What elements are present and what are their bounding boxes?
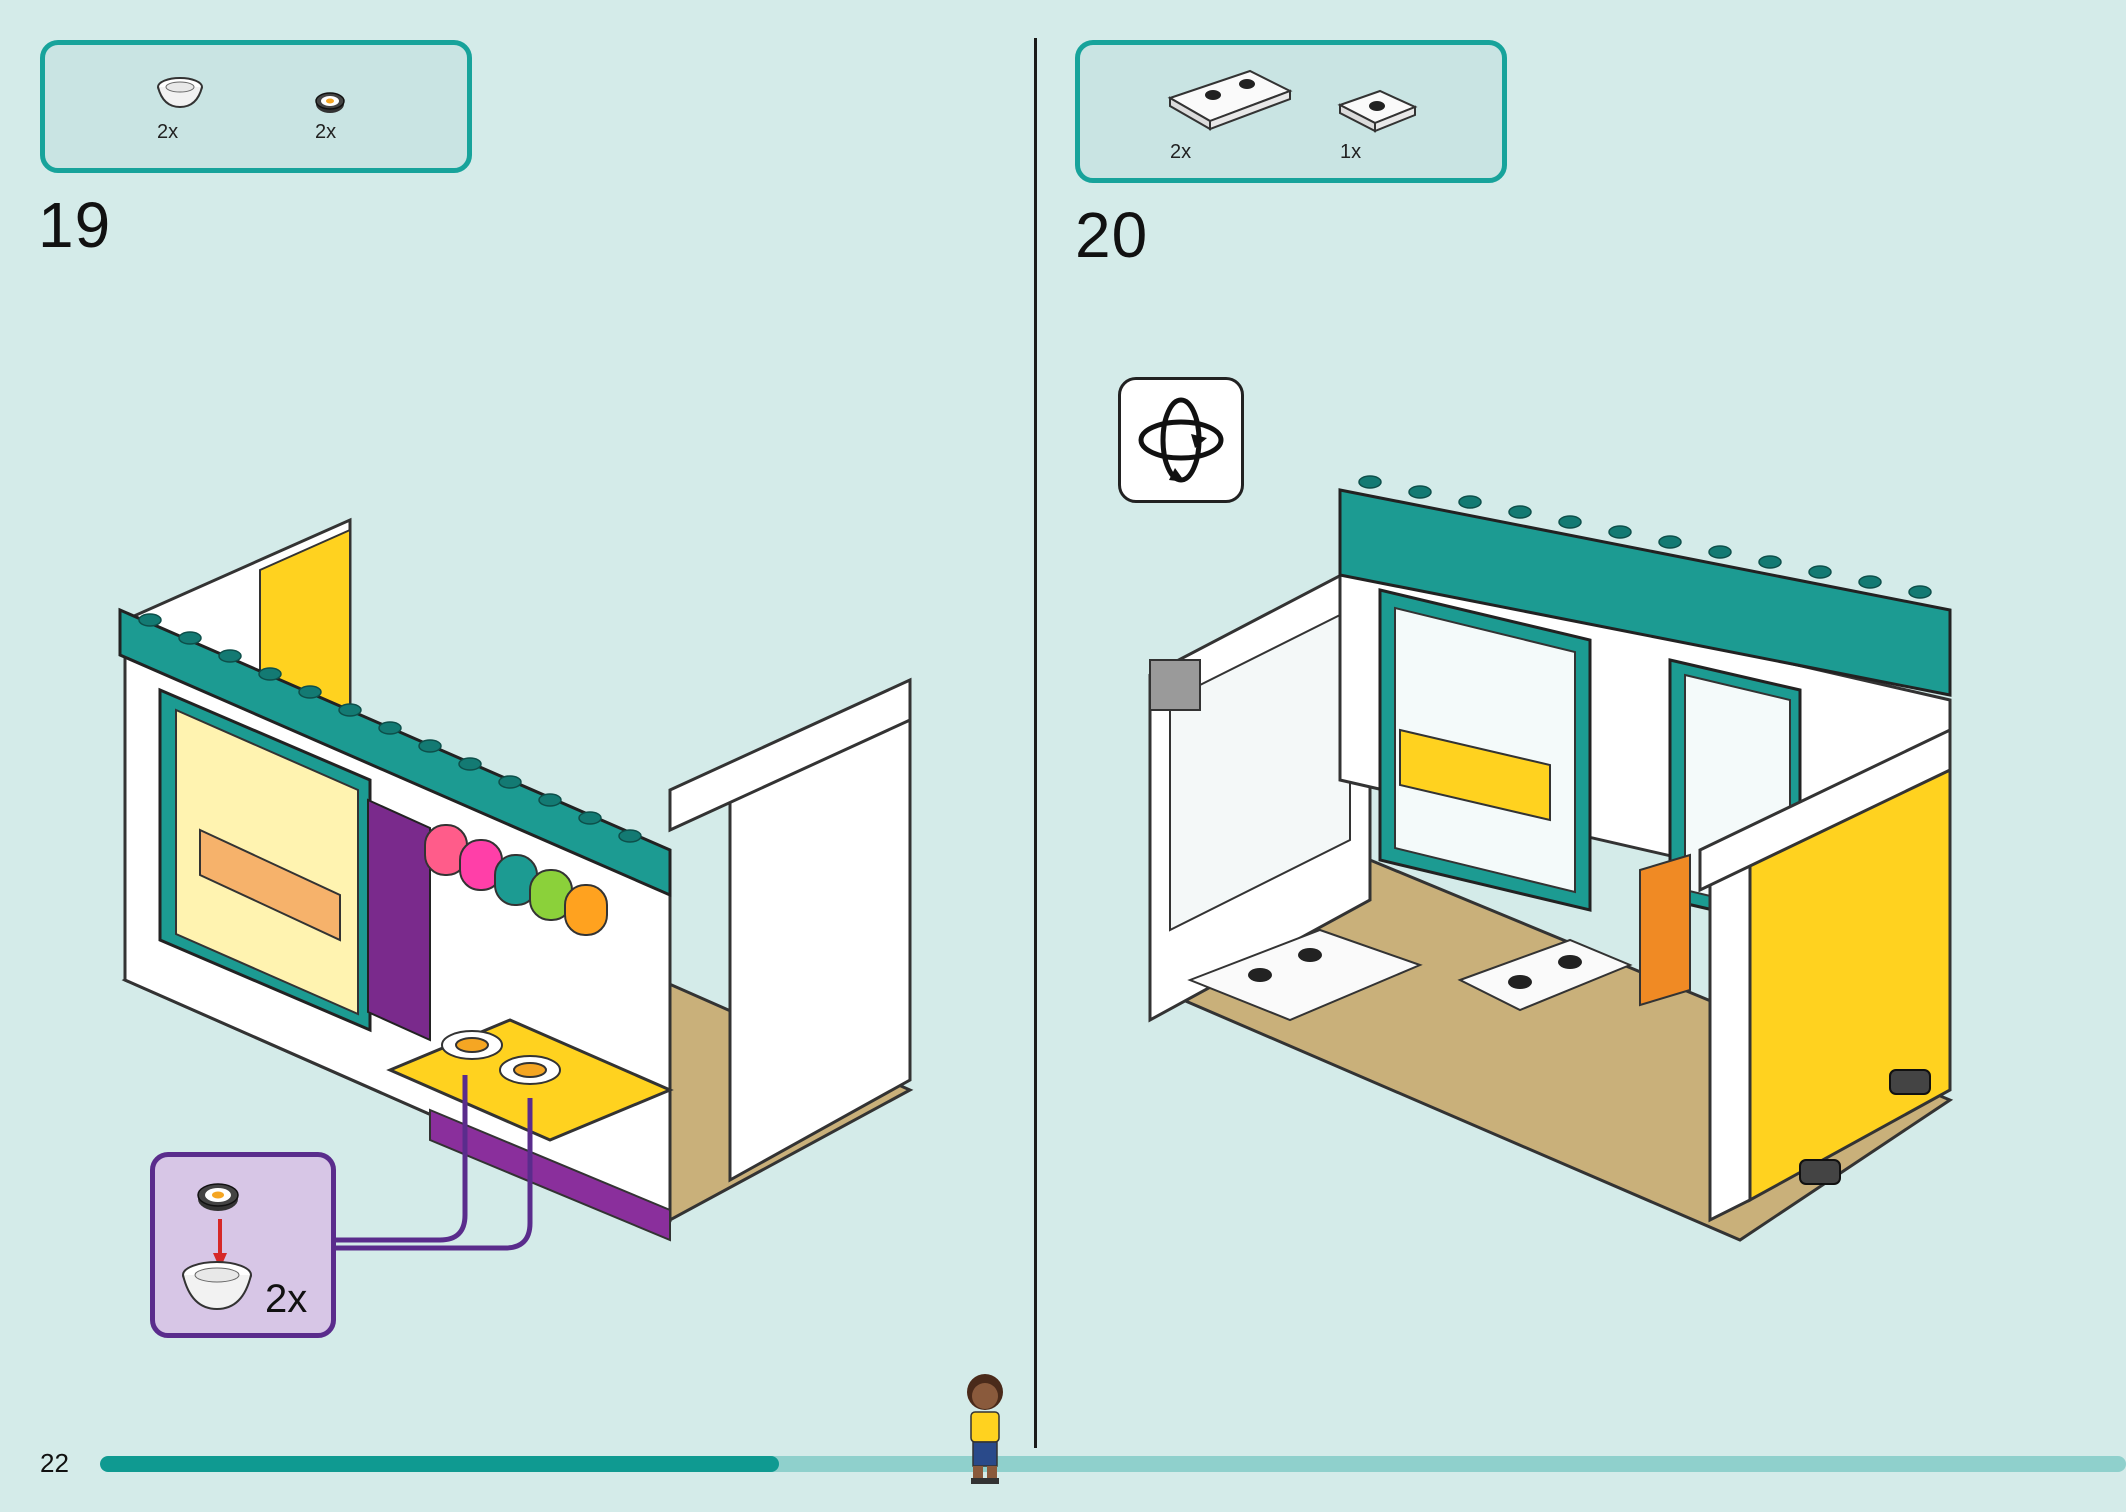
white-bowl-part-icon [157, 77, 203, 109]
step-number-20: 20 [1075, 199, 1149, 271]
arrow-down-icon [213, 1219, 227, 1269]
progress-bar [100, 1456, 2126, 1472]
callout-qty: 2x [265, 1277, 308, 1321]
step-number-19: 19 [38, 189, 112, 261]
page-divider [1034, 38, 1037, 1448]
progress-bar-fill [100, 1456, 779, 1472]
rotate-arrows-icon [1138, 397, 1224, 483]
part-qty: 2x [157, 121, 179, 143]
parts-box-step-20: 2x 1x [1075, 40, 1507, 183]
sushi-roll-tile-part-icon [315, 92, 345, 113]
white-plate-2x4-part-icon [1167, 69, 1293, 131]
white-plate-2x2-part-icon [1337, 89, 1418, 133]
step-19-model-illustration [118, 517, 914, 1251]
sub-assembly-callout: 2x [150, 1152, 336, 1338]
sushi-roll-tile-part-icon [197, 1183, 239, 1211]
minifigure-progress-marker [967, 1374, 1003, 1484]
page-number: 22 [40, 1448, 69, 1478]
part-qty: 2x [1170, 141, 1192, 163]
parts-box-step-19: 2x 2x [40, 40, 472, 173]
part-qty: 2x [315, 121, 337, 143]
white-bowl-part-icon [182, 1261, 252, 1311]
part-qty: 1x [1340, 141, 1362, 163]
rotate-model-icon [1118, 377, 1244, 503]
step-20-model-illustration [1148, 475, 1954, 1242]
